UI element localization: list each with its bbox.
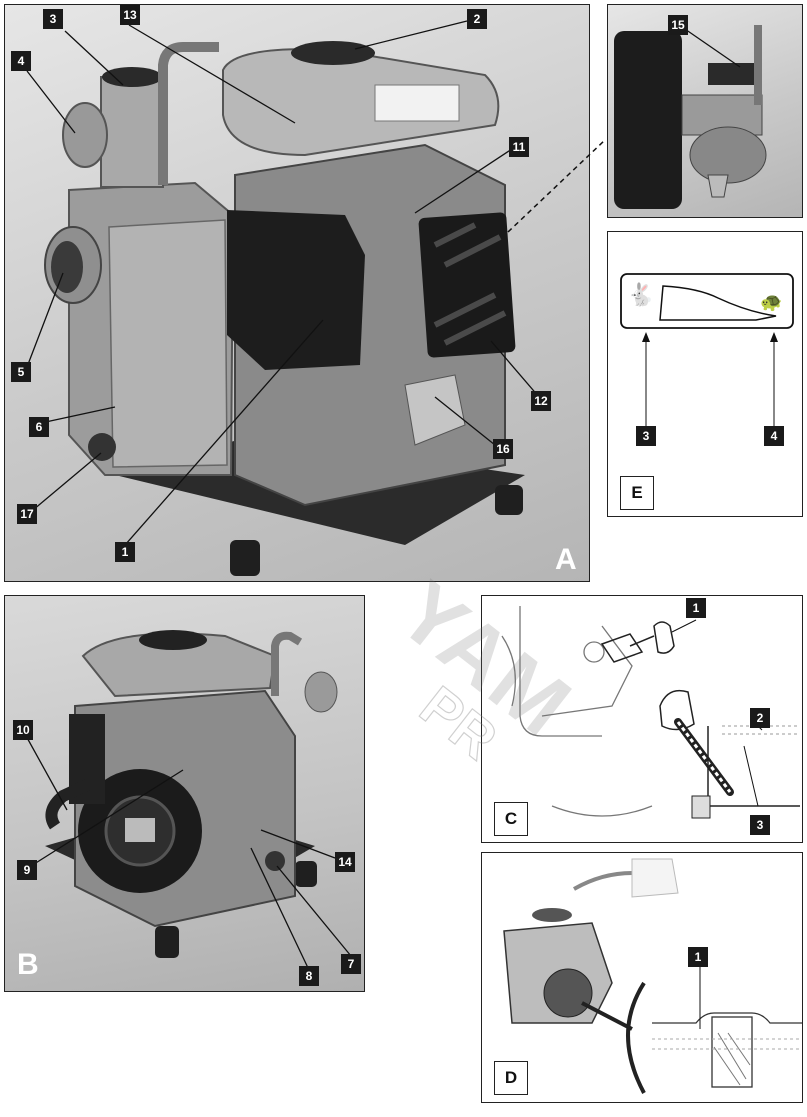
callout-a-6: 6 — [29, 417, 49, 437]
panel-a-photo: 3 13 2 4 11 5 12 6 16 17 1 A — [4, 4, 590, 582]
callout-b-7: 7 — [341, 954, 361, 974]
callout-a-12: 12 — [531, 391, 551, 411]
callout-b-10: 10 — [13, 720, 33, 740]
pump-illustration-b — [24, 630, 352, 971]
callout-a-13: 13 — [120, 5, 140, 25]
callout-a-4: 4 — [11, 51, 31, 71]
callout-inset-15: 15 — [668, 15, 688, 35]
callout-b-9: 9 — [17, 860, 37, 880]
panel-e-letter: E — [620, 476, 654, 510]
callout-a-2: 2 — [467, 9, 487, 29]
carburetor-illustration — [614, 25, 767, 209]
callout-a-17: 17 — [17, 504, 37, 524]
callout-a-1: 1 — [115, 542, 135, 562]
callout-a-5: 5 — [11, 362, 31, 382]
panel-d: 1 D — [481, 852, 803, 1103]
oil-fill-plug-diagram — [501, 606, 800, 819]
panel-c-letter: C — [494, 802, 528, 836]
callout-e-4: 4 — [764, 426, 784, 446]
panel-a-letter: A — [555, 543, 577, 576]
panel-c: 1 2 3 C — [481, 595, 803, 843]
turtle-icon: 🐢 — [760, 292, 783, 312]
oil-filling-diagram — [503, 858, 802, 1094]
callout-e-3: 3 — [636, 426, 656, 446]
panel-d-letter: D — [494, 1061, 528, 1095]
callout-a-11: 11 — [509, 137, 529, 157]
callout-c-1: 1 — [686, 598, 706, 618]
panel-inset-photo: 15 — [607, 4, 803, 218]
callout-a-3: 3 — [43, 9, 63, 29]
callout-c-2: 2 — [750, 708, 770, 728]
throttle-label-diagram — [620, 273, 794, 428]
callout-c-3: 3 — [750, 815, 770, 835]
panel-b-letter: B — [17, 948, 39, 981]
panel-e: 🐇 🐢 3 4 E — [607, 231, 803, 517]
rabbit-icon: 🐇 — [627, 282, 655, 307]
callout-b-14: 14 — [335, 852, 355, 872]
panel-b-photo: 10 9 14 7 8 B — [4, 595, 365, 992]
callout-a-16: 16 — [493, 439, 513, 459]
callout-d-1: 1 — [688, 947, 708, 967]
pump-illustration-a — [26, 20, 540, 576]
callout-b-8: 8 — [299, 966, 319, 986]
